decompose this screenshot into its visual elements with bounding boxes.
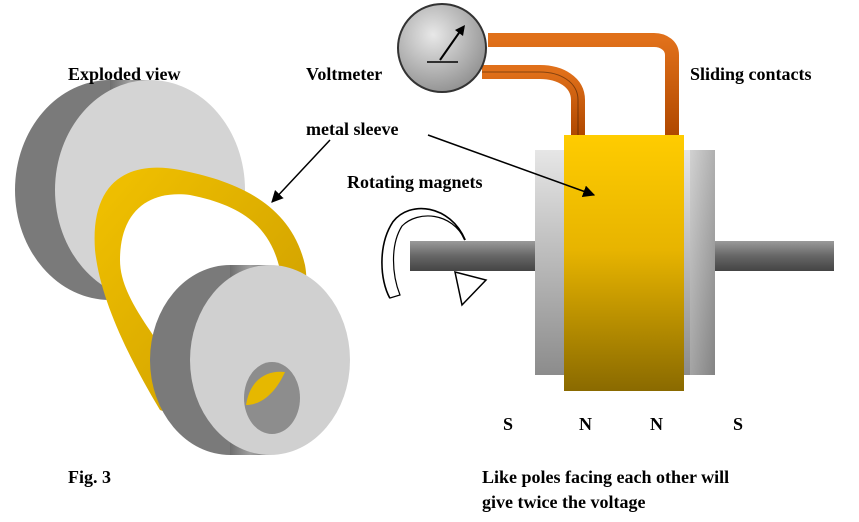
assembled-metal-sleeve xyxy=(564,135,684,391)
sleeve-pointer-right xyxy=(427,134,596,197)
pole-label-2: N xyxy=(579,414,592,434)
voltmeter xyxy=(397,3,487,93)
rotation-arrow xyxy=(381,207,488,307)
pole-label-1: S xyxy=(503,414,514,434)
exploded-view-label: Exploded view xyxy=(68,64,181,84)
voltmeter-label: Voltmeter xyxy=(306,64,383,84)
caption-line-2: give twice the voltage xyxy=(482,492,646,512)
sliding-contacts-label: Sliding contacts xyxy=(690,64,812,84)
rotating-magnets-label: Rotating magnets xyxy=(347,172,483,192)
figure-number: Fig. 3 xyxy=(68,467,111,487)
sleeve-pointer-left xyxy=(271,139,331,203)
pole-label-3: N xyxy=(650,414,663,434)
pole-label-4: S xyxy=(733,414,744,434)
caption-line-1: Like poles facing each other will xyxy=(482,467,730,487)
metal-sleeve-label: metal sleeve xyxy=(306,119,399,139)
front-magnet-ring xyxy=(150,265,350,455)
wires xyxy=(482,33,679,135)
